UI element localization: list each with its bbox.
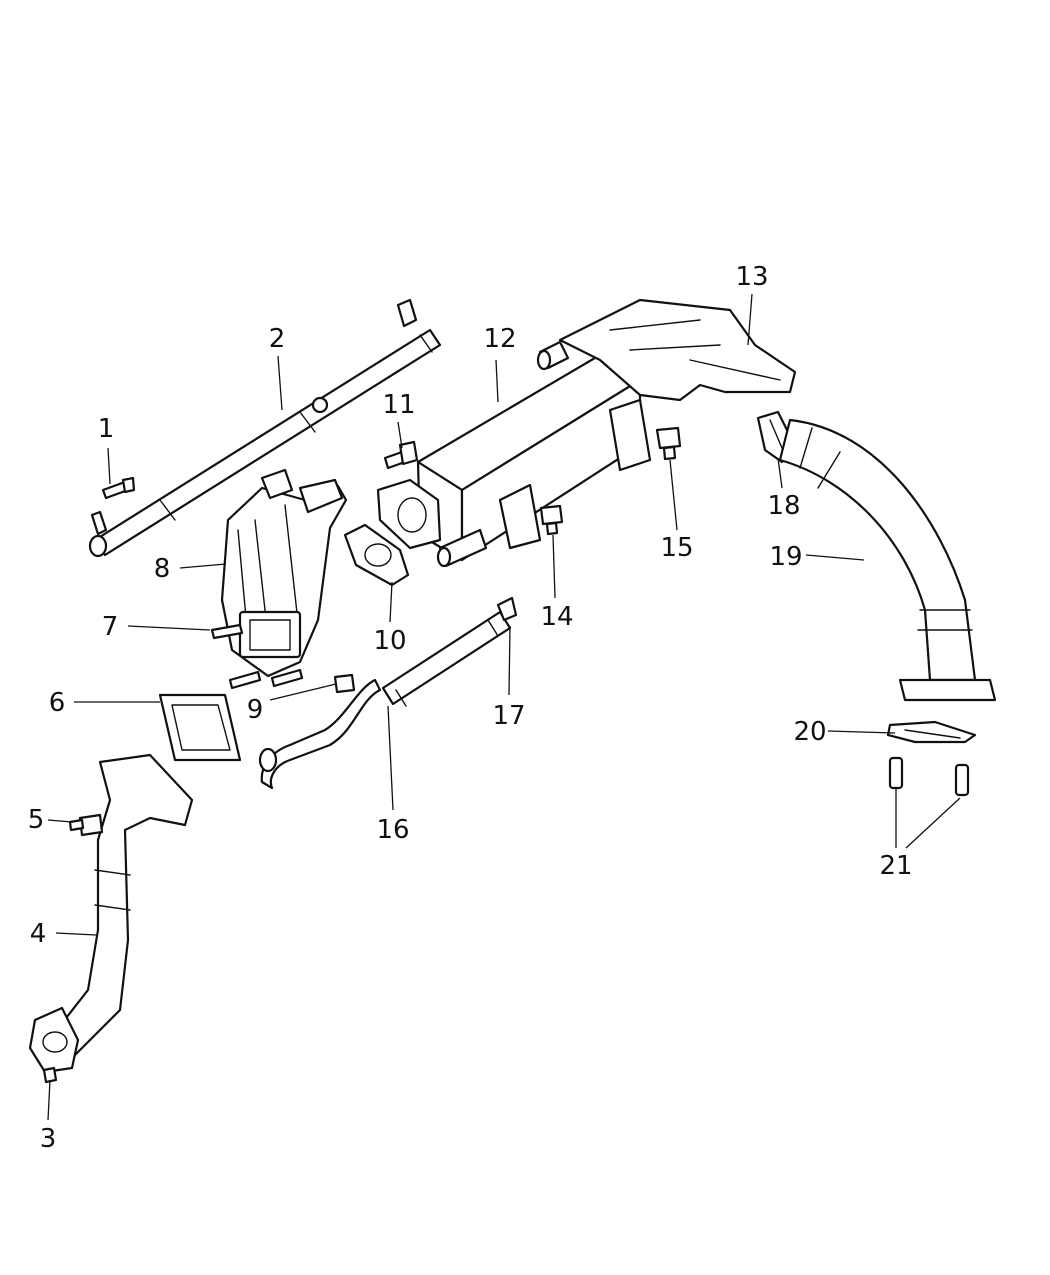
part-2-coolant-tube — [88, 298, 442, 558]
callout-12: 12 — [483, 324, 516, 354]
leader-9 — [269, 683, 337, 701]
callout-10: 10 — [373, 626, 406, 656]
part-1-stud — [101, 476, 136, 500]
part-5-sensor — [68, 813, 104, 837]
leader-18 — [777, 457, 783, 489]
part-12-egr-cooler — [376, 353, 652, 568]
callout-21: 21 — [879, 851, 912, 881]
part-13-outlet-housing — [536, 298, 797, 402]
leader-17 — [508, 625, 511, 696]
callout-7: 7 — [102, 612, 119, 642]
callout-13: 13 — [735, 262, 768, 292]
callout-11: 11 — [382, 390, 415, 420]
leader-10 — [389, 581, 393, 623]
part-3-stud — [42, 1066, 58, 1084]
callout-9: 9 — [247, 695, 264, 725]
leader-15 — [669, 459, 678, 531]
callout-4: 4 — [30, 919, 47, 949]
part-7-studs — [210, 623, 304, 690]
callout-5: 5 — [28, 805, 45, 835]
leader-13 — [747, 293, 753, 346]
part-9-bolt — [333, 673, 356, 694]
part-8-egr-valve — [220, 468, 348, 678]
callout-6: 6 — [49, 688, 66, 718]
part-16-hose — [258, 678, 382, 790]
leader-11 — [397, 421, 403, 449]
callout-labels: 1 2 3 4 5 6 7 8 9 10 11 12 13 14 15 16 1… — [28, 262, 913, 1154]
callout-14: 14 — [540, 602, 573, 632]
part-6-gasket — [158, 693, 242, 762]
leader-2 — [277, 355, 283, 411]
part-4-exhaust-pipe — [28, 753, 194, 1074]
leader-8 — [179, 563, 227, 569]
part-11-bolt — [383, 440, 419, 470]
leader-lines — [47, 293, 961, 1121]
callout-1: 1 — [98, 414, 115, 444]
leader-1 — [107, 447, 111, 485]
leader-21b — [905, 797, 961, 849]
leader-3 — [47, 1079, 51, 1121]
callout-20: 20 — [793, 717, 826, 747]
part-20-gasket — [886, 720, 977, 744]
callout-2: 2 — [269, 324, 286, 354]
leader-12 — [495, 359, 499, 403]
leader-19 — [805, 554, 865, 561]
callout-17: 17 — [492, 701, 525, 731]
callout-19: 19 — [769, 542, 802, 572]
callout-15: 15 — [660, 533, 693, 563]
part-19-exhaust-tube — [778, 418, 997, 702]
callout-18: 18 — [767, 491, 800, 521]
part-21-studs — [888, 756, 970, 797]
leader-5 — [47, 819, 73, 823]
callout-8: 8 — [154, 554, 171, 584]
part-15-bolt — [655, 426, 682, 461]
leader-7 — [127, 625, 211, 631]
part-14-bolt — [539, 504, 564, 536]
leader-14 — [552, 534, 556, 599]
callout-3: 3 — [40, 1124, 57, 1154]
leader-4 — [55, 932, 97, 936]
leader-16 — [387, 705, 394, 811]
leader-20 — [827, 730, 896, 734]
part-10-gasket — [343, 523, 410, 587]
callout-16: 16 — [376, 815, 409, 845]
